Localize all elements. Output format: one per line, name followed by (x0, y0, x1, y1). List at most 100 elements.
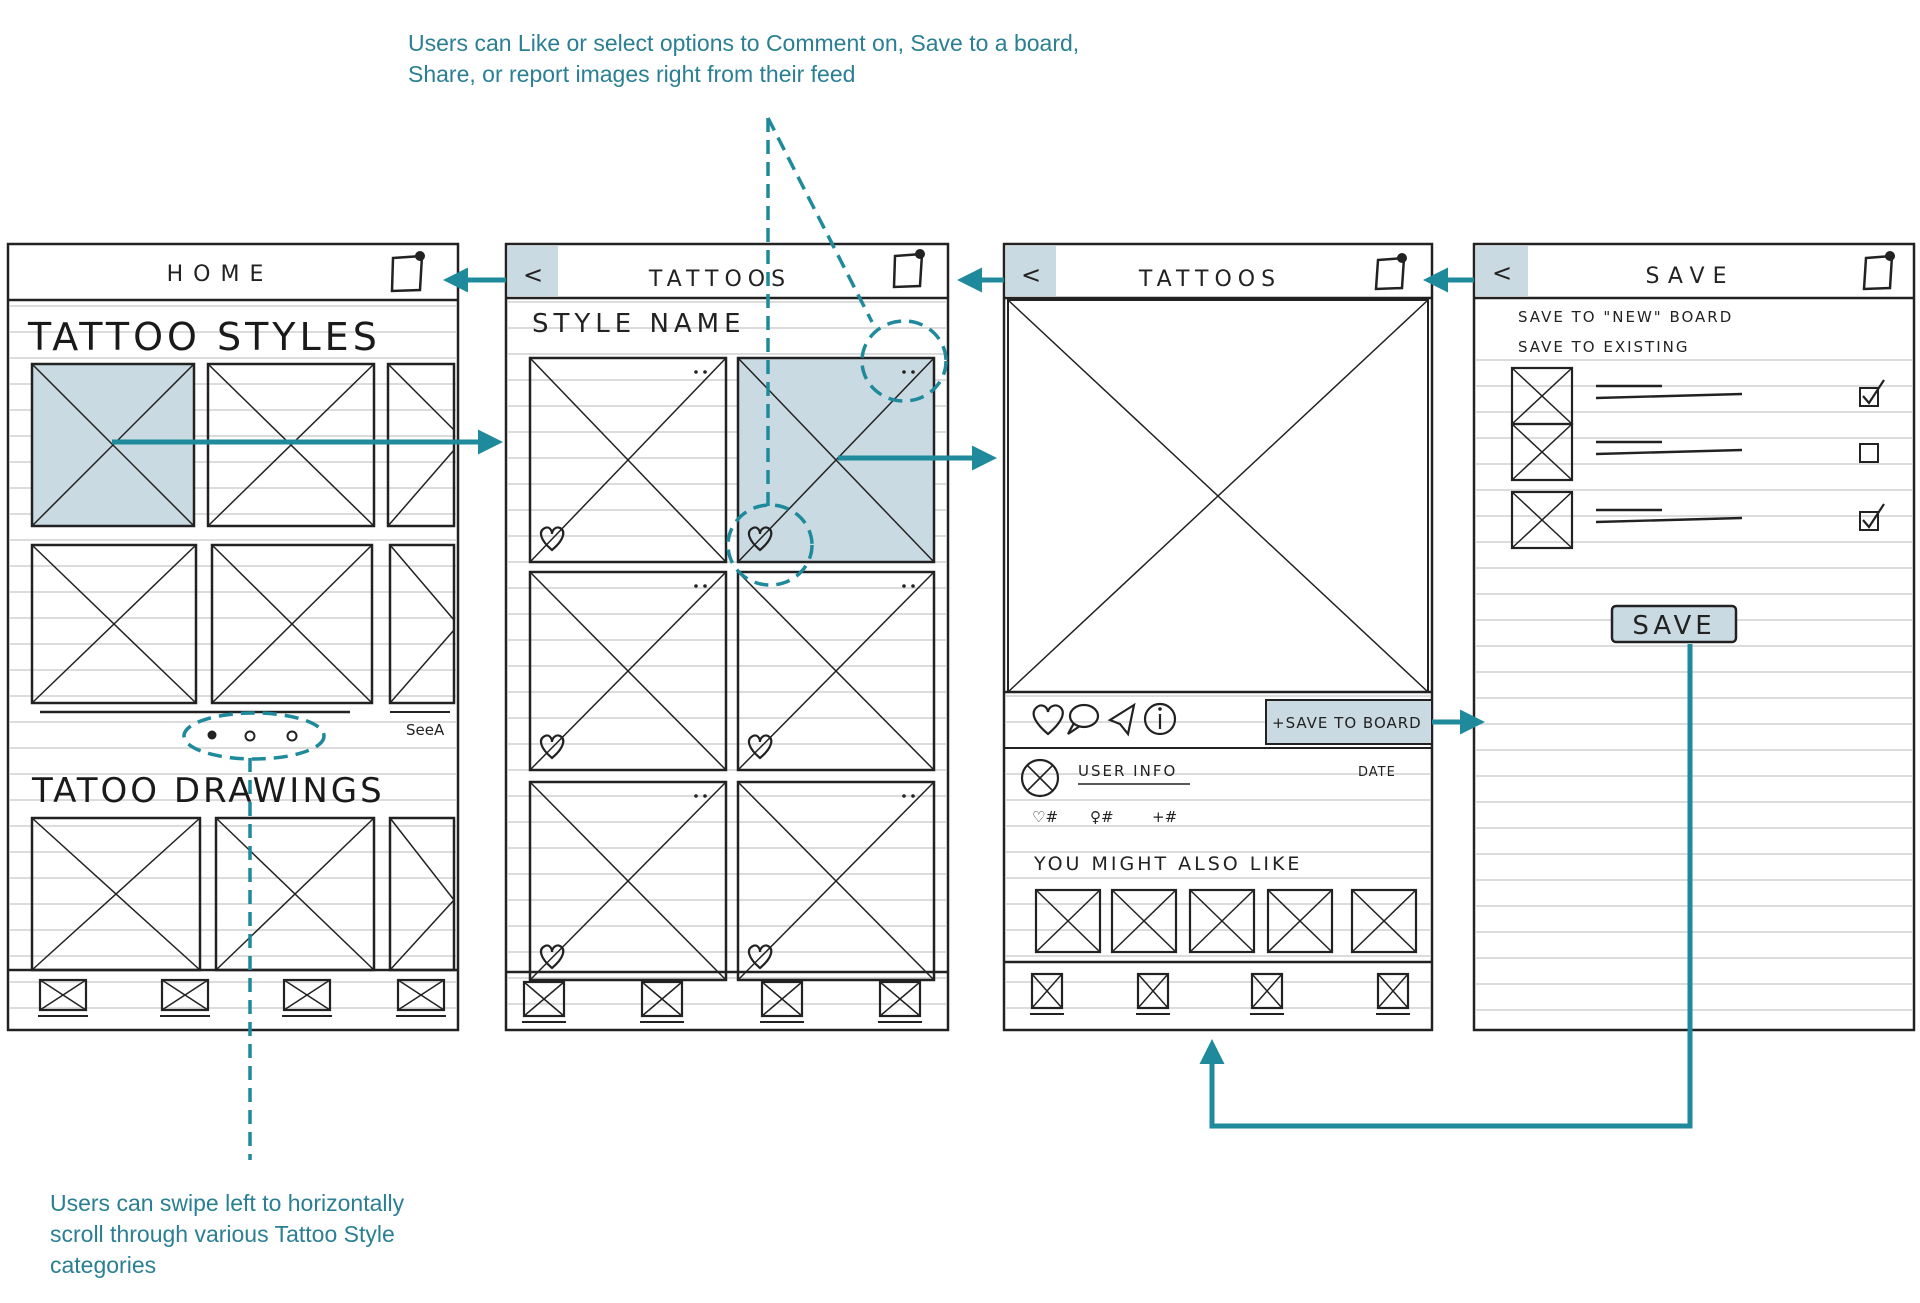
arrow-save-back-to-detail (1199, 644, 1693, 1129)
save-button-label: SAVE (1632, 611, 1715, 641)
style-thumb-1[interactable] (30, 362, 196, 528)
screen-title: TATTOOS (1138, 267, 1281, 292)
pagination-dots[interactable] (207, 730, 298, 742)
avatar[interactable] (1020, 758, 1060, 798)
tab-icon-3[interactable] (282, 978, 332, 1017)
back-button[interactable] (1006, 246, 1056, 296)
annotation-line: Share, or report images right from their… (408, 61, 856, 87)
more-options-icon[interactable] (694, 584, 707, 588)
callout-pagination-circle (182, 711, 326, 761)
bookmark-icon[interactable] (390, 251, 425, 293)
screen-tattoo-detail: < TATTOOS +SAVE TO BOARD (1002, 242, 1434, 1032)
tab-icon-1[interactable] (38, 978, 88, 1017)
callout-like-circle (726, 503, 814, 587)
comment-icon[interactable] (1067, 703, 1100, 735)
user-info-link[interactable]: USER INFO (1078, 762, 1177, 780)
likes-count: ♡# (1032, 808, 1058, 826)
more-options-icon[interactable] (694, 794, 707, 798)
recommendation-thumb[interactable] (1350, 888, 1418, 954)
flow-arrows (112, 267, 1693, 1129)
info-icon[interactable] (1143, 702, 1177, 736)
save-existing-label: SAVE TO EXISTING (1518, 338, 1689, 356)
screen-tattoos-grid: < TATTOOS STYLE NAME (504, 242, 950, 1032)
date-label: DATE (1358, 765, 1396, 780)
style-thumb-5[interactable] (210, 543, 374, 705)
style-thumb-4[interactable] (30, 543, 198, 705)
board-thumb[interactable] (1510, 490, 1574, 550)
tab-icon-4[interactable] (878, 980, 922, 1023)
save-new-board-link[interactable]: SAVE TO "NEW" BOARD (1518, 308, 1733, 326)
more-options-icon[interactable] (902, 370, 915, 374)
notebook-lines (1476, 359, 1912, 1011)
tab-icon-3[interactable] (1250, 972, 1284, 1015)
tab-icon-1[interactable] (1030, 972, 1064, 1015)
back-icon[interactable]: < (523, 261, 543, 289)
bookmark-icon[interactable] (892, 249, 925, 289)
save-button[interactable]: SAVE (1610, 604, 1738, 644)
tattoo-tile[interactable] (528, 356, 728, 564)
bookmark-icon[interactable] (1374, 253, 1407, 291)
like-icon[interactable] (539, 526, 565, 552)
board-row[interactable] (1510, 366, 1885, 426)
board-thumb[interactable] (1510, 422, 1574, 482)
tab-icon-4[interactable] (396, 978, 446, 1017)
section-title-tattoo-styles: TATTOO STYLES (27, 315, 381, 359)
save-to-board-label: +SAVE TO BOARD (1272, 714, 1422, 732)
tab-icon-2[interactable] (1136, 972, 1170, 1015)
bottom-tab-bar (38, 978, 446, 1017)
hero-image[interactable] (1007, 299, 1429, 693)
board-row[interactable] (1510, 490, 1885, 550)
like-icon[interactable] (747, 944, 773, 970)
style-name-heading: STYLE NAME (532, 309, 746, 339)
save-to-board-button[interactable]: +SAVE TO BOARD (1265, 699, 1433, 745)
comments-count: ♀# (1090, 808, 1114, 826)
back-button[interactable] (1476, 246, 1528, 296)
recommendation-thumb[interactable] (1110, 888, 1178, 954)
more-options-icon[interactable] (902, 584, 915, 588)
board-row[interactable] (1510, 422, 1879, 482)
recommendation-row (1034, 888, 1418, 954)
recommendation-thumb[interactable] (1034, 888, 1102, 954)
annotation-feed-actions: Users can Like or select options to Comm… (408, 28, 1079, 90)
tab-icon-1[interactable] (522, 980, 566, 1023)
annotation-swipe: Users can swipe left to horizontally scr… (50, 1188, 404, 1281)
recommendation-thumb[interactable] (1266, 888, 1334, 954)
style-thumb-3-partial[interactable] (386, 362, 456, 528)
like-icon[interactable] (1032, 704, 1064, 736)
screen-title: HOME (167, 262, 274, 287)
screen-title: SAVE (1646, 264, 1735, 289)
section-title-tattoo-drawings: TATOO DRAWINGS (31, 771, 385, 811)
back-icon[interactable]: < (1021, 261, 1041, 289)
like-icon[interactable] (747, 734, 773, 760)
share-icon[interactable] (1107, 702, 1136, 737)
bookmark-icon[interactable] (1862, 251, 1895, 291)
style-thumb-2[interactable] (206, 362, 376, 528)
screen-save: < SAVE SAVE TO "NEW" BOARD SAVE TO EXIST… (1472, 242, 1916, 1032)
callout-leaders (182, 117, 948, 1160)
like-icon[interactable] (747, 526, 773, 552)
checkbox-checked[interactable] (1859, 379, 1885, 407)
bottom-tab-bar (1030, 972, 1410, 1015)
tab-icon-2[interactable] (640, 980, 684, 1023)
screen-title: TATTOOS (648, 267, 791, 292)
tab-icon-2[interactable] (160, 978, 210, 1017)
tab-icon-4[interactable] (1376, 972, 1410, 1015)
tab-icon-3[interactable] (760, 980, 804, 1023)
board-list (1510, 366, 1885, 550)
see-all-link[interactable]: SeeA (406, 721, 445, 739)
more-options-icon[interactable] (694, 370, 707, 374)
like-icon[interactable] (539, 734, 565, 760)
checkbox-checked[interactable] (1859, 503, 1885, 531)
callout-options-circle (860, 319, 948, 403)
annotation-line: Users can Like or select options to Comm… (408, 30, 1080, 56)
bottom-tab-bar (522, 980, 922, 1023)
recommendation-thumb[interactable] (1188, 888, 1256, 954)
annotation-line: scroll through various Tattoo Style (50, 1221, 395, 1247)
more-options-icon[interactable] (902, 794, 915, 798)
like-icon[interactable] (539, 944, 565, 970)
style-thumb-6-partial[interactable] (388, 543, 456, 705)
checkbox-unchecked[interactable] (1859, 443, 1879, 463)
back-icon[interactable]: < (1492, 259, 1512, 287)
back-button[interactable] (508, 246, 558, 296)
